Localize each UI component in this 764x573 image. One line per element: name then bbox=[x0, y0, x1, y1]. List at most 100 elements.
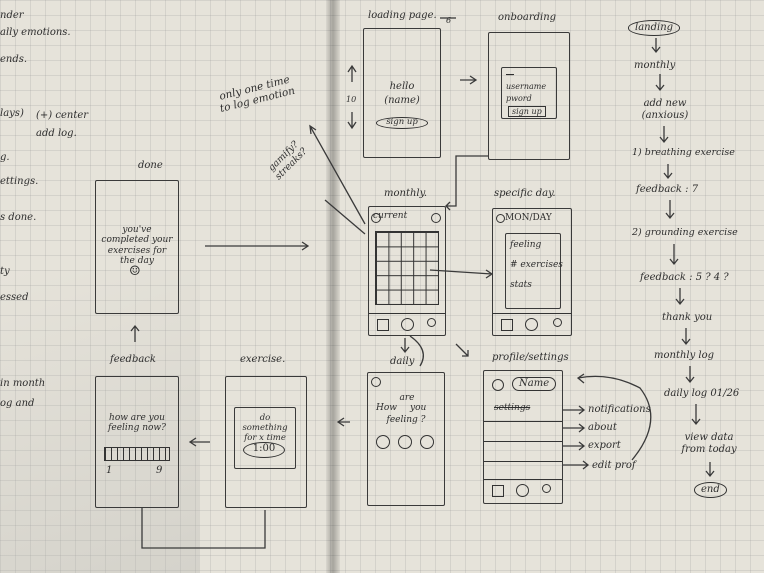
margin-note: essed bbox=[0, 292, 29, 303]
exercise-instruction: do something for x time bbox=[242, 413, 288, 443]
onboarding-title: onboarding bbox=[498, 12, 557, 23]
monthly-title: monthly. bbox=[384, 188, 428, 199]
done-screen-frame: you've completed your exercises for the … bbox=[95, 180, 179, 314]
smiley-icon: ☺ bbox=[129, 264, 141, 279]
loading-height-note: 10 bbox=[346, 95, 357, 104]
add-icon[interactable] bbox=[525, 318, 538, 331]
name-text: (name) bbox=[384, 95, 420, 106]
profile-icon[interactable] bbox=[427, 318, 436, 327]
flow-arrow bbox=[685, 366, 695, 384]
neutral-face-icon[interactable] bbox=[398, 435, 412, 449]
notebook-gutter bbox=[326, 0, 340, 573]
arrow bbox=[400, 338, 410, 354]
daily-title: daily bbox=[390, 356, 415, 367]
day-date: MON/DAY bbox=[505, 213, 552, 223]
margin-note: ends. bbox=[0, 54, 28, 65]
avatar-icon bbox=[492, 379, 504, 391]
day-feeling: feeling bbox=[510, 240, 542, 250]
exercise-timer: 1:00 bbox=[243, 442, 285, 458]
menu-divider bbox=[484, 441, 562, 442]
profile-screen-frame: Name settings bbox=[483, 370, 563, 504]
margin-note: add log. bbox=[36, 128, 77, 139]
menu-item-edit-profile[interactable]: edit prof bbox=[592, 460, 636, 471]
onboarding-sign-up-button[interactable]: sign up bbox=[508, 106, 546, 118]
flow-step: add new (anxious) bbox=[641, 98, 689, 121]
flow-arrow bbox=[663, 164, 673, 180]
day-exercises: # exercises bbox=[510, 260, 563, 270]
exercise-screen-title: exercise. bbox=[240, 354, 286, 365]
tab-bar bbox=[493, 313, 571, 314]
monthly-screen-frame: current bbox=[368, 206, 446, 336]
flow-arrow bbox=[675, 288, 685, 306]
flow-step: 2) grounding exercise bbox=[632, 227, 738, 238]
profile-name: Name bbox=[512, 377, 557, 391]
hello-text: hello bbox=[389, 81, 415, 92]
calendar-icon[interactable] bbox=[501, 319, 513, 331]
flow-step: feedback : 5 ? 4 ? bbox=[640, 272, 729, 283]
feedback-screen-title: feedback bbox=[110, 354, 156, 365]
arrow bbox=[460, 75, 478, 85]
flow-step-landing: landing bbox=[628, 20, 681, 36]
sad-face-icon[interactable] bbox=[420, 435, 434, 449]
calendar-icon[interactable] bbox=[377, 319, 389, 331]
done-message: you've completed your exercises for the … bbox=[101, 225, 173, 267]
flow-arrow bbox=[669, 244, 679, 266]
flow-step: feedback : 7 bbox=[636, 184, 699, 195]
form-heading: — bbox=[506, 70, 514, 79]
arrow bbox=[445, 155, 488, 211]
flow-arrow bbox=[651, 38, 661, 54]
specific-day-screen-frame: MON/DAY feeling # exercises stats bbox=[492, 208, 572, 336]
profile-icon[interactable] bbox=[553, 318, 562, 327]
calendar-grid[interactable] bbox=[375, 231, 439, 305]
add-icon[interactable] bbox=[401, 318, 414, 331]
done-screen-title: done bbox=[138, 160, 163, 171]
day-stats: stats bbox=[510, 280, 532, 290]
arrow bbox=[563, 460, 590, 470]
password-field[interactable]: pword bbox=[506, 94, 532, 103]
profile-icon[interactable] bbox=[542, 484, 551, 493]
daily-question-line: How bbox=[376, 403, 397, 413]
menu-item-about[interactable]: about bbox=[588, 422, 617, 433]
menu-item-export[interactable]: export bbox=[588, 440, 621, 451]
calendar-icon[interactable] bbox=[492, 485, 504, 497]
monthly-header: current bbox=[373, 211, 408, 221]
margin-note: og and bbox=[0, 398, 35, 409]
back-icon[interactable] bbox=[496, 214, 505, 223]
flow-step: thank you bbox=[662, 312, 713, 323]
menu-divider bbox=[484, 461, 562, 462]
margin-note: ettings. bbox=[0, 176, 39, 187]
add-icon[interactable] bbox=[516, 484, 529, 497]
rating-scale-bar bbox=[104, 447, 170, 461]
margin-note: s done. bbox=[0, 212, 37, 223]
menu-divider bbox=[484, 421, 562, 422]
loading-title: loading page. bbox=[368, 10, 437, 21]
margin-note: ally emotions. bbox=[0, 27, 71, 38]
back-icon[interactable] bbox=[371, 213, 381, 223]
margin-note: g. bbox=[0, 152, 10, 163]
onboarding-form: — username pword sign up bbox=[501, 67, 557, 119]
arrow bbox=[455, 343, 469, 357]
daily-screen-frame: are How you feeling ? bbox=[367, 372, 445, 506]
flow-arrow bbox=[681, 328, 691, 346]
sign-up-button[interactable]: sign up bbox=[376, 117, 428, 129]
daily-question-line: are bbox=[399, 393, 415, 403]
flow-arrow bbox=[659, 126, 669, 144]
flow-step: monthly log bbox=[654, 350, 715, 361]
day-detail-card: feeling # exercises stats bbox=[505, 233, 563, 309]
arrow bbox=[563, 423, 586, 433]
flow-arrow bbox=[655, 74, 665, 92]
arrow bbox=[205, 241, 310, 251]
margin-note: in month bbox=[0, 378, 46, 389]
forward-icon[interactable] bbox=[431, 213, 441, 223]
menu-item-notifications[interactable]: notifications bbox=[588, 404, 651, 415]
loading-width-note: 6 bbox=[446, 16, 452, 25]
tab-bar bbox=[484, 479, 562, 480]
margin-note: (+) center bbox=[36, 110, 89, 121]
daily-question-line: you bbox=[410, 403, 427, 413]
exercise-card: do something for x time 1:00 bbox=[234, 407, 296, 469]
flow-step-end: end bbox=[694, 482, 727, 498]
username-field[interactable]: username bbox=[506, 82, 547, 91]
back-icon[interactable] bbox=[371, 377, 381, 387]
happy-face-icon[interactable] bbox=[376, 435, 390, 449]
scale-max: 9 bbox=[156, 465, 163, 476]
